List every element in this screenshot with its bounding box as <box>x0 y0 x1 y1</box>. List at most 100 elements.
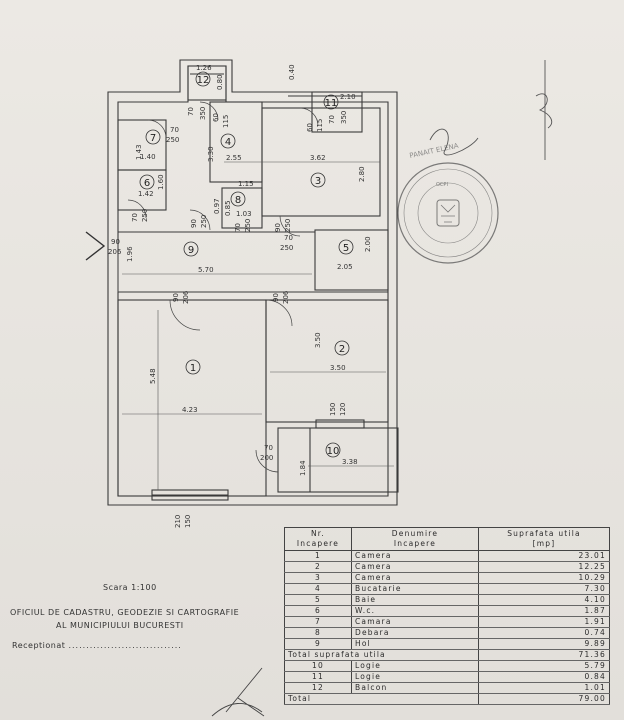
dim-label: 1.60 <box>157 174 165 190</box>
dim-label: 2.80 <box>358 166 366 182</box>
receptionat-line: Receptionat ............................… <box>12 641 182 650</box>
dim-label: 90 <box>111 238 120 246</box>
dim-label: 70 <box>264 444 273 452</box>
room-number-10: 10 <box>327 446 340 457</box>
scale-label: Scara 1:100 <box>103 583 157 592</box>
dim-label: 1.43 <box>135 144 143 160</box>
dim-label: 60 <box>212 113 220 122</box>
svg-text:OCPI: OCPI <box>436 182 448 188</box>
dim-label: 60 <box>306 123 314 132</box>
dim-label: 3.50 <box>314 332 322 348</box>
outer-wall-inner <box>117 65 389 497</box>
dim-label: 0.85 <box>224 200 232 216</box>
dim-label: 70 <box>131 213 139 222</box>
dim-label: 5.70 <box>198 266 214 274</box>
dim-label: 2.10 <box>340 93 356 101</box>
svg-text:PANAIT ELENA: PANAIT ELENA <box>409 142 460 160</box>
dim-label: 150 <box>184 515 192 528</box>
dim-label: 90 <box>172 293 180 302</box>
room-number-5: 5 <box>343 243 349 254</box>
dim-label: 3.30 <box>207 146 215 162</box>
header-suprafata: Suprafata utila[mp] <box>478 527 610 551</box>
dim-label: 3.62 <box>310 154 326 162</box>
dim-label: 206 <box>282 290 290 304</box>
dim-label: 70 <box>170 126 179 134</box>
dim-label: 250 <box>141 209 149 222</box>
dim-label: 115 <box>222 115 230 128</box>
dim-label: 1.42 <box>138 190 154 198</box>
office-line-1: OFICIUL DE CADASTRU, GEODEZIE SI CARTOGR… <box>10 608 240 617</box>
dim-label: 0.40 <box>288 64 296 80</box>
dim-label: 250 <box>284 219 292 232</box>
dim-label: 1.15 <box>238 180 254 188</box>
room-number-7: 7 <box>150 133 156 144</box>
room-number-11: 11 <box>325 98 338 109</box>
dim-label: 2.55 <box>226 154 242 162</box>
dim-label: 70 <box>187 107 195 116</box>
room-number-6: 6 <box>144 178 150 189</box>
receptionat-dots: ................................ <box>68 641 182 650</box>
office-name: OFICIUL DE CADASTRU, GEODEZIE SI CARTOGR… <box>10 606 239 632</box>
dim-label: 5.48 <box>149 368 157 384</box>
outer-wall <box>107 59 398 506</box>
dim-label: 4.23 <box>182 406 198 414</box>
dim-label: 3.50 <box>330 364 346 372</box>
dim-label: 120 <box>339 403 347 416</box>
dim-label: 206 <box>108 248 122 256</box>
dim-label: 200 <box>260 454 273 462</box>
room-number-2: 2 <box>339 344 345 355</box>
dim-label: 70 <box>328 115 336 124</box>
dim-label: 250 <box>200 215 208 228</box>
dim-label: 1.84 <box>299 460 307 476</box>
room-number-4: 4 <box>225 137 231 148</box>
dim-label: 350 <box>340 111 348 124</box>
dim-label: 1.40 <box>140 153 156 161</box>
dim-label: 1.26 <box>196 64 212 72</box>
signature <box>429 60 553 160</box>
dim-label: 2.00 <box>364 236 372 252</box>
dim-label: 250 <box>244 219 252 232</box>
header-nr: Nr.Incapere <box>284 527 352 551</box>
dim-label: 250 <box>166 136 179 144</box>
receptionat-label: Receptionat <box>12 641 66 650</box>
dim-label: 90 <box>274 223 282 232</box>
room-number-8: 8 <box>235 195 241 206</box>
room-number-3: 3 <box>315 176 321 187</box>
room-number-1: 1 <box>190 363 196 374</box>
dim-label: 70 <box>284 234 293 242</box>
entrance-arrow-icon <box>85 231 106 261</box>
dim-label: 2.05 <box>337 263 353 271</box>
dim-label: 115 <box>316 119 324 132</box>
dim-label: 150 <box>329 403 337 416</box>
dim-label: 0.80 <box>216 74 224 90</box>
dim-label: 350 <box>199 107 207 120</box>
room-number-9: 9 <box>188 245 194 256</box>
dim-label: 210 <box>174 515 182 528</box>
dim-label: 3.38 <box>342 458 358 466</box>
bottom-signature <box>211 667 265 717</box>
dim-label: 90 <box>190 219 198 228</box>
dim-label: 90 <box>272 293 280 302</box>
dim-label: 1.03 <box>236 210 252 218</box>
dim-label: 1.96 <box>126 246 134 262</box>
dim-label: 0.97 <box>213 198 221 214</box>
dim-label: 206 <box>182 290 190 304</box>
dim-label: 250 <box>280 244 293 252</box>
